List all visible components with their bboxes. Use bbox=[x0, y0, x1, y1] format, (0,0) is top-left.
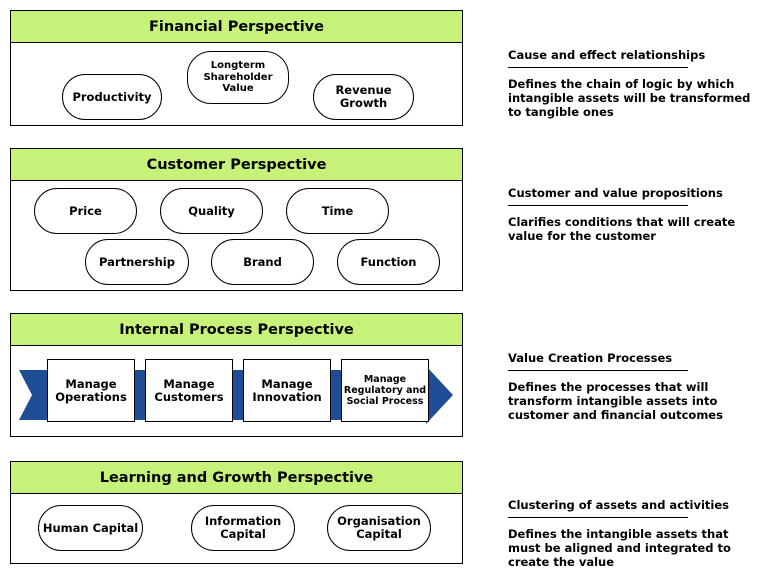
customer-item-partnership: Partnership bbox=[85, 239, 189, 285]
learning-title: Learning and Growth Perspective bbox=[10, 461, 463, 494]
customer-item-function: Function bbox=[337, 239, 440, 285]
side-note-value-creation: Value Creation Processes Defines the pro… bbox=[508, 351, 763, 422]
learning-item-human-capital: Human Capital bbox=[38, 505, 143, 551]
side-note-value-propositions: Customer and value propositions Clarifie… bbox=[508, 186, 763, 243]
side-note-title: Value Creation Processes bbox=[508, 351, 688, 371]
learning-panel: Learning and Growth Perspective Human Ca… bbox=[10, 461, 463, 564]
customer-item-quality: Quality bbox=[160, 188, 263, 234]
side-note-title: Cause and effect relationships bbox=[508, 48, 705, 68]
process-step-regulatory: Manage Regulatory and Social Process bbox=[341, 359, 429, 422]
process-step-operations: Manage Operations bbox=[47, 359, 135, 422]
internal-panel: Internal Process Perspective Manage Oper… bbox=[10, 313, 463, 437]
process-step-innovation: Manage Innovation bbox=[243, 359, 331, 422]
customer-item-brand: Brand bbox=[211, 239, 314, 285]
side-note-title: Customer and value propositions bbox=[508, 186, 723, 206]
internal-title: Internal Process Perspective bbox=[10, 313, 463, 346]
side-note-clustering: Clustering of assets and activities Defi… bbox=[508, 498, 763, 569]
financial-item-productivity: Productivity bbox=[62, 74, 162, 120]
side-note-title: Clustering of assets and activities bbox=[508, 498, 729, 518]
side-note-desc: Defines the chain of logic by which inta… bbox=[508, 77, 751, 119]
financial-title: Financial Perspective bbox=[10, 10, 463, 43]
process-step-customers: Manage Customers bbox=[145, 359, 233, 422]
side-note-cause-effect: Cause and effect relationships Defines t… bbox=[508, 48, 763, 119]
customer-item-price: Price bbox=[34, 188, 137, 234]
customer-item-time: Time bbox=[286, 188, 389, 234]
learning-item-organisation-capital: Organisation Capital bbox=[327, 505, 431, 551]
side-note-desc: Defines the intangible assets that must … bbox=[508, 527, 731, 569]
financial-item-shareholder-value: Longterm Shareholder Value bbox=[187, 51, 289, 104]
side-note-desc: Clarifies conditions that will create va… bbox=[508, 215, 736, 243]
customer-panel: Customer Perspective Price Quality Time … bbox=[10, 148, 463, 291]
side-note-desc: Defines the processes that will transfor… bbox=[508, 380, 723, 422]
learning-item-information-capital: Information Capital bbox=[191, 505, 295, 551]
financial-item-revenue-growth: Revenue Growth bbox=[313, 74, 414, 120]
customer-title: Customer Perspective bbox=[10, 148, 463, 181]
financial-panel: Financial Perspective Productivity Longt… bbox=[10, 10, 463, 126]
